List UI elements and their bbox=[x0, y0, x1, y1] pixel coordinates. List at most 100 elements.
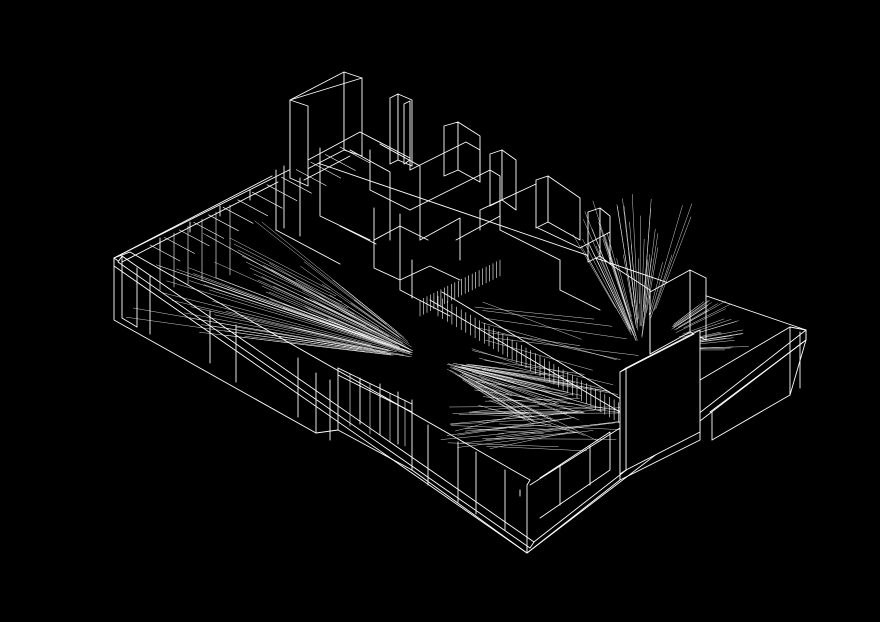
flow-line bbox=[458, 410, 582, 415]
fan-line bbox=[606, 232, 638, 341]
fan-line bbox=[653, 203, 693, 311]
fan-line bbox=[678, 319, 732, 338]
flow-line bbox=[475, 381, 574, 396]
louver-line bbox=[164, 237, 195, 254]
louver-line bbox=[266, 184, 298, 201]
flow-line bbox=[489, 332, 581, 346]
flow-line bbox=[483, 412, 638, 415]
fan-line bbox=[282, 307, 393, 347]
fan-line bbox=[350, 302, 409, 344]
flow-line bbox=[485, 398, 580, 402]
fan-line bbox=[675, 300, 726, 330]
louver-line bbox=[295, 169, 327, 186]
louver-line bbox=[339, 146, 371, 164]
louver-line bbox=[149, 244, 181, 262]
fan-line bbox=[671, 307, 706, 330]
fan-line bbox=[642, 259, 648, 313]
flow-line bbox=[457, 417, 572, 436]
flow-line bbox=[472, 350, 614, 386]
flow-line bbox=[447, 442, 559, 448]
fan-line bbox=[244, 335, 394, 356]
louver-line bbox=[281, 176, 312, 194]
fan-line bbox=[214, 261, 397, 345]
flow-line bbox=[489, 337, 639, 356]
fan-line bbox=[303, 297, 411, 350]
flow-line bbox=[477, 327, 621, 360]
stair-tread bbox=[237, 249, 343, 303]
fan-line bbox=[650, 205, 683, 315]
fan-line bbox=[682, 318, 725, 335]
fan-line bbox=[316, 338, 404, 356]
band-edge bbox=[441, 291, 637, 409]
perimeter-wall-front-left bbox=[113, 251, 535, 554]
fan-line bbox=[471, 364, 524, 372]
fan-line bbox=[353, 299, 402, 337]
fan-line bbox=[598, 221, 629, 314]
fan-line bbox=[673, 304, 706, 327]
fan-line bbox=[162, 292, 372, 346]
fan-line bbox=[482, 374, 600, 408]
fan-line bbox=[604, 234, 631, 318]
louver-line bbox=[252, 191, 283, 209]
fan-line bbox=[467, 378, 527, 411]
fan-line bbox=[595, 245, 635, 336]
fan-line bbox=[643, 254, 650, 310]
fan-line bbox=[176, 268, 366, 337]
fan-line bbox=[212, 301, 413, 355]
fan-line bbox=[448, 363, 550, 388]
fan-line bbox=[585, 253, 632, 336]
fan-line bbox=[640, 238, 645, 326]
perimeter-wall-back bbox=[113, 175, 279, 263]
flow-line bbox=[484, 360, 585, 375]
fan-line bbox=[329, 294, 384, 330]
fan-line bbox=[599, 261, 631, 330]
fan-line bbox=[214, 314, 390, 352]
fan-line bbox=[225, 334, 369, 353]
fan-line bbox=[623, 254, 633, 308]
fan-line bbox=[307, 308, 400, 347]
fan-line bbox=[683, 303, 732, 329]
flow-line bbox=[472, 372, 582, 396]
fan-line bbox=[592, 200, 635, 332]
fan-line bbox=[593, 253, 627, 323]
fan-line bbox=[309, 297, 410, 349]
fan-line bbox=[694, 340, 735, 345]
fan-line bbox=[461, 366, 513, 379]
flow-line bbox=[486, 445, 588, 452]
flow-line bbox=[485, 422, 616, 441]
fan-line bbox=[641, 208, 651, 327]
fan-line bbox=[674, 301, 705, 325]
fan-line bbox=[193, 273, 409, 352]
fan-line bbox=[638, 258, 640, 304]
fan-line bbox=[455, 365, 568, 397]
fan-line bbox=[671, 300, 709, 328]
fan-line bbox=[458, 375, 506, 403]
flow-line bbox=[455, 411, 530, 432]
fan-line bbox=[617, 206, 637, 326]
fan-line bbox=[321, 284, 401, 339]
flow-line bbox=[450, 418, 552, 425]
louver-line bbox=[208, 214, 239, 232]
flow-line bbox=[482, 310, 613, 327]
flow-line bbox=[482, 396, 626, 414]
band-edge bbox=[429, 299, 626, 416]
fan-line bbox=[342, 286, 397, 332]
flow-line bbox=[440, 433, 504, 440]
fan-line bbox=[616, 258, 632, 317]
radiating-lines-left bbox=[125, 220, 619, 442]
flow-line bbox=[482, 438, 617, 440]
louver-line bbox=[325, 154, 356, 171]
flow-line bbox=[460, 431, 578, 444]
fan-line bbox=[631, 193, 639, 320]
fan-line bbox=[273, 285, 413, 351]
front-wall-glazing bbox=[337, 367, 413, 447]
fan-line bbox=[269, 299, 413, 353]
fan-line bbox=[295, 328, 373, 347]
fan-line bbox=[461, 365, 608, 392]
fan-line bbox=[675, 308, 726, 333]
fan-line bbox=[452, 368, 567, 414]
fan-line bbox=[453, 367, 575, 412]
fan-line bbox=[271, 269, 384, 333]
flow-line bbox=[480, 378, 603, 412]
